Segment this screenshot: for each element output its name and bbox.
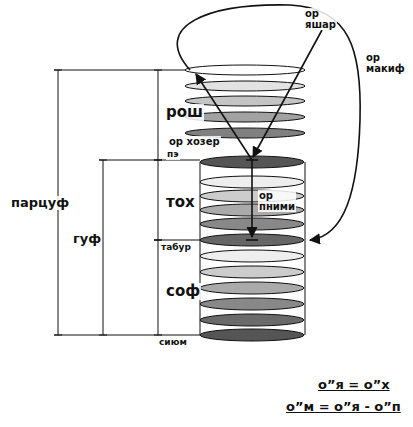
part-name: тох [165,194,196,211]
part-name: парцуф [10,196,70,210]
cylinder-side [305,162,306,335]
or-hozer-arrow [196,74,252,160]
dimension-line [158,240,159,335]
rosh-disc [185,65,305,75]
extension-line [54,335,200,336]
guf-disc [200,266,304,278]
guf-disc [200,298,304,310]
cylinder-side [200,162,201,335]
light-label: ор хозер [168,136,221,147]
light-label: ор макиф [366,52,405,74]
part-name: сиюм [158,338,188,348]
part-name: рош [165,104,204,121]
light-label: ор яшар [304,8,337,30]
or-yashar-arrow [253,30,322,157]
dimension-line [103,160,104,335]
light-label: ор пними [258,190,296,212]
extension-line [154,240,200,241]
formula: о”м = о”я - о”п [286,400,401,414]
dimension-line [158,160,159,240]
part-name: табур [160,243,192,253]
tabur-tick [246,239,258,241]
part-name: соф [165,283,201,300]
pe-tick [246,159,258,161]
guf-disc [200,250,304,262]
guf-disc [200,329,304,341]
formula: о”я = о”х [318,378,390,392]
extension-line [99,160,200,161]
or-pnimi-arrow [251,160,253,237]
dimension-line [158,70,159,160]
part-name: пэ [166,150,180,160]
extension-line [54,70,185,71]
guf-disc [200,314,304,326]
part-name: гуф [72,232,102,246]
or-makif-arrow [177,5,360,240]
guf-disc [200,282,304,294]
